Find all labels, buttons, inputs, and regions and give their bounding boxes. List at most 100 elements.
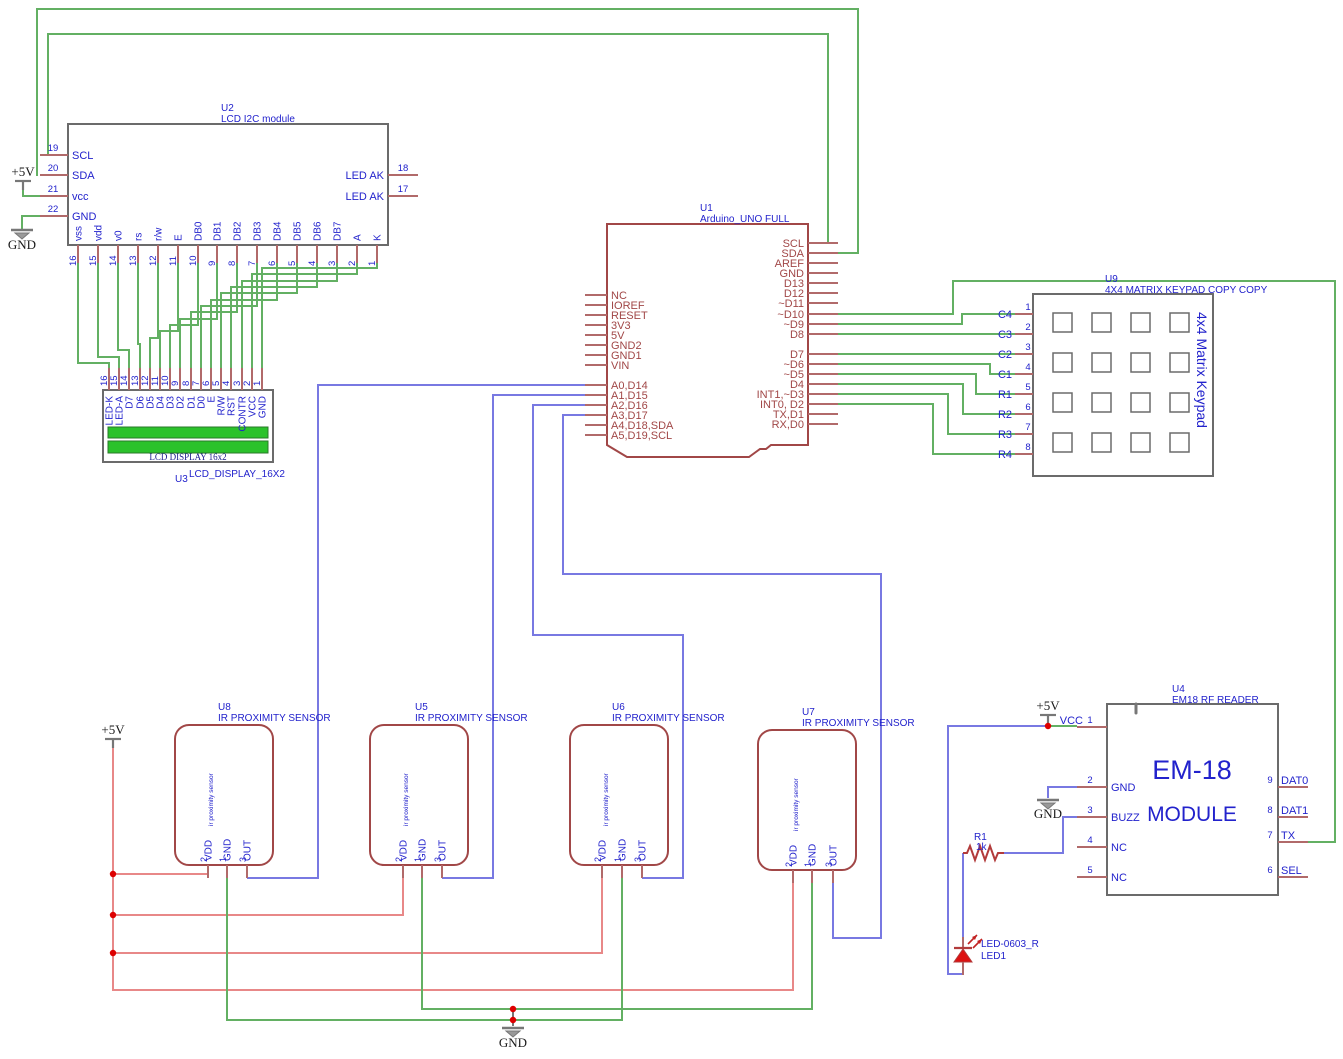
- u7-ref: U7: [802, 707, 815, 718]
- wire-lcd-p3[interactable]: [241, 263, 338, 368]
- u4-name: EM18 RF READER: [1172, 695, 1259, 706]
- keypad-key[interactable]: [1052, 392, 1073, 413]
- wire-lcd-p10[interactable]: [169, 263, 199, 368]
- u6-inner-label: ir proximity sensor: [603, 772, 610, 826]
- wire-lcd-p2[interactable]: [251, 263, 358, 368]
- pin-label: 5V: [611, 330, 625, 342]
- wire-gnd-u8-u6[interactable]: [226, 878, 623, 1021]
- pin-num: 16: [68, 255, 79, 266]
- keypad-key[interactable]: [1130, 312, 1151, 333]
- pin-label: D12: [784, 288, 804, 300]
- u5-inner-label: ir proximity sensor: [403, 772, 410, 826]
- wire-5v-u8vdd[interactable]: [113, 866, 209, 875]
- pin-label: ~D9: [784, 319, 805, 331]
- wire-d6-c1[interactable]: [838, 363, 1015, 375]
- keypad-key[interactable]: [1091, 432, 1112, 453]
- keypad-key[interactable]: [1130, 432, 1151, 453]
- pin-label: D3: [166, 396, 177, 409]
- ground-symbol[interactable]: GND: [1034, 798, 1062, 821]
- ground-symbol[interactable]: GND: [499, 1026, 527, 1050]
- ground-symbol[interactable]: GND: [8, 228, 36, 252]
- keypad-key[interactable]: [1169, 432, 1190, 453]
- pin-label: OUT: [438, 840, 449, 861]
- pin-label: D7: [790, 349, 804, 361]
- wire-em18-buzz[interactable]: [1004, 816, 1077, 854]
- wire-lcd-p12[interactable]: [149, 263, 159, 368]
- pin-label: D0: [197, 396, 208, 409]
- wire-led-5v[interactable]: [947, 725, 1046, 975]
- plus5v-symbol[interactable]: +5V: [1036, 698, 1060, 724]
- keypad-key[interactable]: [1091, 352, 1112, 373]
- wire-scl-net[interactable]: [47, 33, 829, 243]
- pin-label: OUT: [829, 845, 840, 866]
- u9-name: 4X4 MATRIX KEYPAD COPY COPY: [1105, 285, 1268, 296]
- u6-body[interactable]: [569, 724, 669, 866]
- wire-em18-gnd[interactable]: [1047, 786, 1077, 798]
- wire-sda-net[interactable]: [36, 8, 859, 254]
- wire-a0-u8out[interactable]: [247, 384, 585, 879]
- pin-num: 4: [307, 261, 318, 266]
- resistor-r1[interactable]: [963, 843, 1004, 863]
- wire-d2-r4[interactable]: [838, 403, 1015, 455]
- pin-label: SCL: [72, 150, 93, 162]
- pin-label: VCC: [248, 396, 259, 417]
- wire-lcd-p13[interactable]: [137, 263, 141, 368]
- wire-lcd-vcc[interactable]: [22, 189, 40, 197]
- wire-lcd-p16[interactable]: [77, 263, 110, 368]
- u4-body[interactable]: [1106, 703, 1279, 896]
- em18-title: EM-18: [1152, 755, 1232, 785]
- wire-5v-u5vdd[interactable]: [113, 878, 404, 916]
- wire-d5-r1[interactable]: [838, 373, 1015, 395]
- wire-gnd-u5-u7[interactable]: [421, 878, 813, 1010]
- wire-d4-r2[interactable]: [838, 383, 1015, 415]
- pin-num: 7: [191, 381, 202, 386]
- wire-a3-u7out[interactable]: [562, 414, 882, 939]
- keypad-key[interactable]: [1169, 312, 1190, 333]
- pin-num: 3: [633, 857, 643, 862]
- keypad-key[interactable]: [1091, 392, 1112, 413]
- u5-body[interactable]: [369, 724, 469, 866]
- wire-d10-em18tx[interactable]: [838, 280, 1336, 843]
- u8-body[interactable]: [174, 724, 274, 866]
- wire-d3-r3[interactable]: [838, 393, 1015, 435]
- pin-label: R/W: [217, 395, 228, 415]
- keypad-key[interactable]: [1052, 312, 1073, 333]
- keypad-key[interactable]: [1052, 352, 1073, 373]
- wire-lcd-p15[interactable]: [97, 263, 120, 368]
- wire-lcd-p14[interactable]: [117, 263, 130, 368]
- wire-d9-c4[interactable]: [838, 313, 1015, 325]
- wire-lcd-gnd[interactable]: [21, 215, 40, 229]
- pin-label: GND1: [611, 350, 642, 362]
- wire-lcd-p1[interactable]: [261, 263, 378, 368]
- pin-label: E: [207, 396, 218, 403]
- keypad-key[interactable]: [1091, 312, 1112, 333]
- keypad-key[interactable]: [1130, 392, 1151, 413]
- pin-num: 2: [1025, 322, 1030, 333]
- pin-label: SCL: [783, 238, 804, 250]
- keypad-key[interactable]: [1130, 352, 1151, 373]
- pin-num: 8: [181, 381, 192, 386]
- wire-lcd-p7[interactable]: [200, 263, 258, 368]
- plus5v-symbol[interactable]: +5V: [11, 164, 35, 190]
- wire-lcd-p9[interactable]: [179, 263, 218, 368]
- wire-lcd-p4[interactable]: [230, 263, 318, 368]
- wire-lcd-p5[interactable]: [220, 263, 298, 368]
- pin-label: D4: [156, 396, 167, 409]
- pin-num: 18: [398, 163, 409, 174]
- wire-a1-u5out[interactable]: [442, 394, 585, 879]
- u2-body[interactable]: [67, 123, 389, 246]
- wire-5v-u6vdd[interactable]: [113, 878, 603, 954]
- keypad-key[interactable]: [1169, 352, 1190, 373]
- wire-a2-u6out[interactable]: [532, 404, 684, 879]
- keypad-key[interactable]: [1052, 432, 1073, 453]
- led1[interactable]: [953, 934, 983, 975]
- junction-dot: [109, 911, 117, 919]
- pin-label: rs: [134, 233, 145, 241]
- wire-5v-rail[interactable]: [112, 747, 794, 991]
- u7-body[interactable]: [757, 729, 857, 871]
- keypad-key[interactable]: [1169, 392, 1190, 413]
- pin-label: GND: [418, 839, 429, 861]
- pin-label: D4: [790, 379, 804, 391]
- u5-ref: U5: [415, 702, 428, 713]
- plus5v-symbol[interactable]: +5V: [101, 722, 125, 748]
